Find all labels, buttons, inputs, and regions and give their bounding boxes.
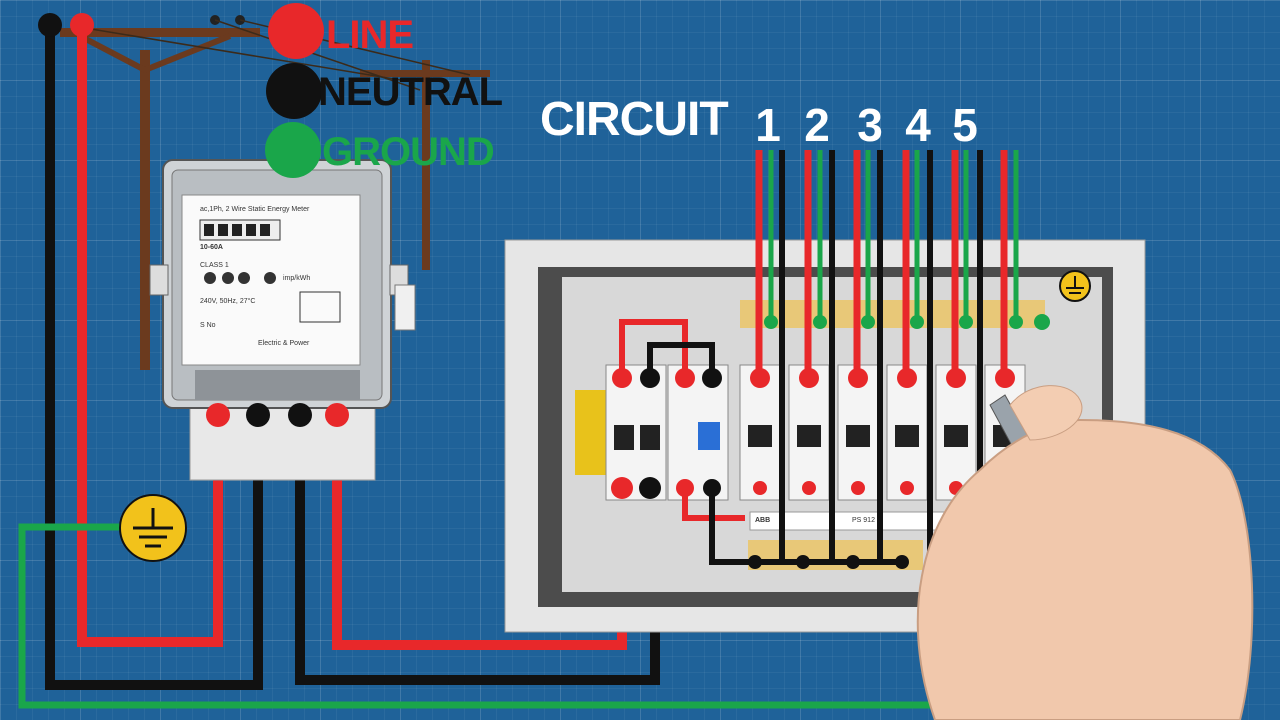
rcd-jumpers	[619, 319, 752, 565]
hand-with-marker	[916, 385, 1254, 720]
main-breaker-line-in	[611, 477, 633, 499]
ground-bar-terminal	[1034, 314, 1050, 330]
ground-bar-terminal	[959, 315, 973, 329]
meter-pulse-text: imp/kWh	[283, 275, 311, 282]
mcb-bottom-terminal	[753, 481, 767, 495]
energy-meter	[149, 159, 416, 481]
mcb-bottom-terminal	[851, 481, 865, 495]
ground-bar-terminal	[813, 315, 827, 329]
legend-neutral-swatch	[266, 63, 322, 119]
meter-class-text: CLASS 1	[200, 262, 229, 269]
circuit-number-3: 3	[857, 99, 883, 151]
mcb-toggle	[944, 425, 968, 447]
circuit-number-2: 2	[804, 99, 830, 151]
circuit-title: CIRCUIT	[540, 93, 729, 146]
circuit-number-5: 5	[952, 99, 978, 151]
circuit-number-1: 1	[755, 99, 781, 151]
mcb-toggle	[846, 425, 870, 447]
meter-header-text: ac,1Ph, 2 Wire Static Energy Meter	[200, 206, 310, 213]
legend-ground-swatch	[265, 122, 321, 178]
main-breaker-toggle	[640, 425, 660, 450]
mcb-bottom-terminal	[900, 481, 914, 495]
meter-spec-text: 240V, 50Hz, 27°C	[200, 298, 256, 305]
mcb-toggle	[895, 425, 919, 447]
panel-ground-symbol	[1059, 270, 1091, 302]
legend-line-swatch	[268, 3, 324, 59]
rcd-test-toggle	[698, 422, 720, 450]
ground-bar-terminal	[1009, 315, 1023, 329]
meter-brand-text: Electric & Power	[258, 340, 310, 347]
circuit-number-4: 4	[905, 99, 931, 151]
meter-terminals	[206, 403, 349, 427]
busbar-label-text: PS 912	[852, 517, 875, 524]
legend-neutral-label: NEUTRAL	[318, 70, 503, 114]
mcb-toggle	[748, 425, 772, 447]
busbar-brand-text: ABB	[755, 517, 771, 524]
mcb-toggle	[797, 425, 821, 447]
legend-ground-label: GROUND	[322, 130, 495, 174]
main-breaker-neutral-in	[639, 477, 661, 499]
ground-bar-terminal	[764, 315, 778, 329]
ground-bar-terminal	[861, 315, 875, 329]
meter-rating-text: 10-60A	[200, 244, 223, 251]
ground-bar-terminal	[910, 315, 924, 329]
main-breaker-toggle	[614, 425, 634, 450]
breaker-row	[605, 364, 1026, 501]
service-wires	[38, 13, 263, 690]
mcb-bottom-terminal	[802, 481, 816, 495]
meter-serial-text: S No	[200, 322, 216, 329]
legend-line-label: LINE	[326, 13, 414, 57]
circuit-wires	[748, 150, 1050, 569]
utility-pole	[60, 15, 490, 370]
neutral-bar-terminal	[895, 555, 909, 569]
earth-ground-symbol	[119, 494, 187, 562]
